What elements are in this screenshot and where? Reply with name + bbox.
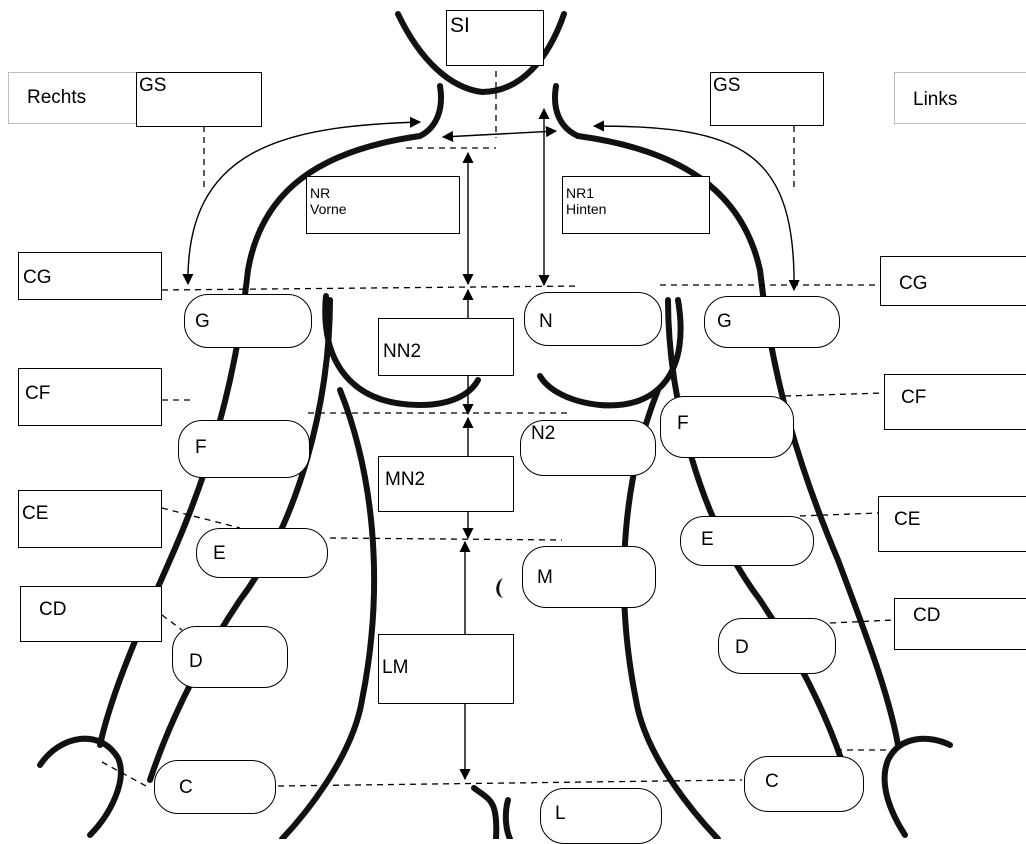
ce-left-label: CE [22, 503, 48, 525]
nr-front-box: NR Vorne [306, 176, 460, 234]
lm-box: LM [378, 634, 514, 704]
gs-left-label: GS [139, 75, 166, 97]
point-e-left: E [196, 528, 328, 578]
navel-mark [496, 578, 503, 598]
cg-left-box: CG [18, 252, 162, 300]
cf-left-label: CF [25, 383, 50, 405]
point-e-right-label: E [701, 529, 714, 551]
point-n: N [524, 292, 662, 346]
point-m: M [522, 546, 656, 608]
point-c-right: C [744, 756, 864, 812]
point-c-right-label: C [765, 771, 779, 793]
point-d-left-label: D [189, 651, 203, 673]
point-d-left: D [172, 626, 288, 688]
point-l: L [540, 788, 662, 844]
point-m-label: M [537, 567, 553, 589]
si-label: SI [450, 14, 470, 38]
ce-right-box: CE [878, 496, 1026, 552]
links-box: Links [894, 72, 1026, 124]
nn2-box: NN2 [378, 318, 514, 376]
lm-label: LM [382, 657, 408, 679]
point-n2-label: N2 [531, 423, 555, 445]
nr-front-label: NR Vorne [310, 185, 347, 217]
point-g-right: G [704, 296, 840, 348]
point-g-left: G [184, 294, 312, 348]
links-label: Links [913, 89, 957, 111]
cf-right-box: CF [884, 374, 1026, 430]
point-e-right: E [680, 516, 814, 566]
cg-right-label: CG [899, 273, 928, 295]
gs-left-box: GS [136, 72, 262, 127]
point-f-right: F [660, 396, 794, 458]
nr-back-label: NR1 Hinten [566, 185, 606, 217]
point-g-right-label: G [717, 311, 732, 333]
mn2-box: MN2 [378, 456, 514, 512]
gs-right-box: GS [710, 72, 824, 126]
point-d-right-label: D [735, 637, 749, 659]
cg-right-box: CG [880, 256, 1026, 306]
nr-back-box: NR1 Hinten [562, 176, 710, 234]
si-box: SI [446, 10, 544, 66]
mn2-label: MN2 [385, 469, 425, 491]
point-c-left: C [154, 760, 276, 814]
point-n2: N2 [520, 420, 656, 476]
nn2-label: NN2 [383, 341, 421, 363]
cf-left-box: CF [18, 368, 162, 426]
point-c-left-label: C [179, 777, 193, 799]
ce-left-box: CE [18, 490, 162, 548]
rechts-label: Rechts [27, 87, 86, 109]
cf-right-label: CF [901, 387, 926, 409]
point-l-label: L [555, 803, 566, 825]
point-e-left-label: E [213, 543, 226, 565]
point-f-right-label: F [677, 413, 689, 435]
ce-right-label: CE [894, 509, 920, 531]
cd-left-box: CD [20, 586, 162, 642]
body-silhouette [40, 14, 950, 839]
cg-left-label: CG [23, 267, 52, 289]
gs-right-label: GS [713, 75, 740, 97]
cd-right-label: CD [913, 605, 940, 627]
point-n-label: N [539, 311, 553, 333]
point-d-right: D [718, 618, 836, 674]
point-f-left: F [178, 420, 310, 478]
cd-left-label: CD [39, 599, 66, 621]
point-f-left-label: F [195, 437, 207, 459]
point-g-left-label: G [195, 311, 210, 333]
cd-right-box: CD [894, 598, 1026, 650]
